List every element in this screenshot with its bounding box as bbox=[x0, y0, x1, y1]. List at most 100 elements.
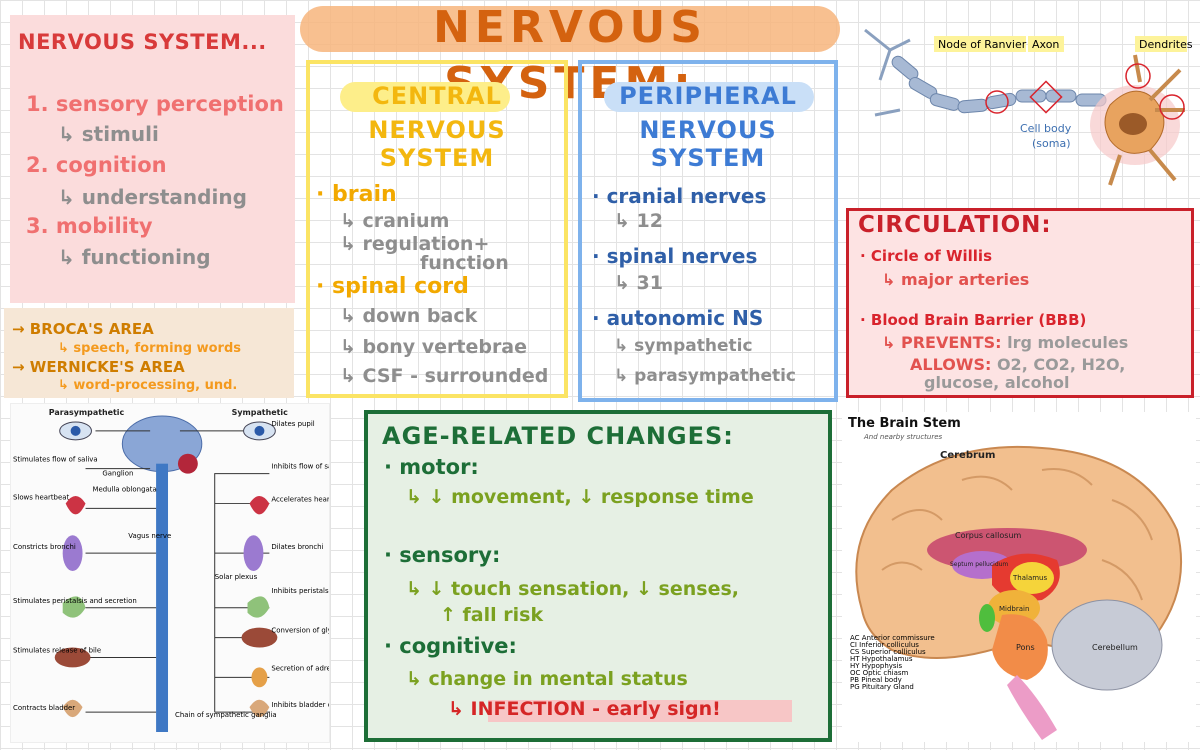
dendrites-label: Dendrites bbox=[1139, 38, 1193, 51]
cns-brain-sub-3: function bbox=[420, 252, 509, 274]
function-1: 1. sensory perception bbox=[26, 92, 284, 116]
legend-ht: HT Hypothalamus bbox=[850, 655, 913, 663]
highlight-circles bbox=[985, 63, 1185, 120]
brain-spine bbox=[121, 415, 203, 732]
functions-heading: NERVOUS SYSTEM... bbox=[18, 30, 267, 54]
cns-spinal-sub-2: ↳ bony vertebrae bbox=[340, 336, 528, 358]
function-2-label: cognition bbox=[55, 153, 167, 177]
age-motor-sub-text: ↓ movement, ↓ response time bbox=[428, 486, 754, 508]
age-cognitive: · cognitive: bbox=[384, 634, 517, 658]
age-motor: · motor: bbox=[384, 455, 479, 479]
circle-of-willis-sub: ↳ major arteries bbox=[882, 270, 1030, 289]
cns-spinal-sub-2-text: bony vertebrae bbox=[362, 336, 528, 358]
pns-spinal-sub: ↳ 31 bbox=[614, 272, 663, 294]
neuron-diagram: Node of Ranvier Axon Dendrites Cell body… bbox=[864, 28, 1193, 186]
infection-highlight bbox=[488, 700, 792, 722]
arrow-icon: ↳ bbox=[58, 185, 82, 209]
ganglion-label: Ganglion bbox=[102, 470, 133, 478]
ans-right-4: Dilates bronchi bbox=[271, 543, 323, 551]
age-motor-sub: ↳ ↓ movement, ↓ response time bbox=[406, 486, 754, 508]
organ-icons bbox=[54, 421, 278, 718]
neuron-label-bg bbox=[934, 36, 1187, 52]
central-title-1: CENTRAL bbox=[372, 82, 502, 110]
age-cognitive-label: cognitive: bbox=[399, 634, 517, 658]
pns-spinal-label: spinal nerves bbox=[606, 244, 758, 268]
medulla-shape bbox=[1007, 675, 1057, 740]
function-1-label: sensory perception bbox=[55, 92, 284, 116]
brain-stem-title: The Brain Stem bbox=[848, 416, 961, 431]
parasympathetic-heading: Parasympathetic bbox=[49, 408, 125, 417]
solar-plexus-label: Solar plexus bbox=[215, 573, 258, 581]
cns-spinal-sub-3-text: CSF - surrounded bbox=[362, 365, 549, 387]
pns-cranial: · cranial nerves bbox=[592, 184, 767, 208]
infection-note: ↳ INFECTION - early sign! bbox=[448, 698, 721, 720]
peripheral-title-1: PERIPHERAL bbox=[619, 82, 797, 110]
cns-brain-sub-1-text: cranium bbox=[362, 210, 450, 232]
pns-autonomic-sub-1-text: sympathetic bbox=[634, 336, 753, 356]
pns-spinal-sub-text: 31 bbox=[636, 272, 663, 294]
legend-hy: HY Hypophysis bbox=[850, 662, 903, 670]
legend-ci: CI Inferior colliculus bbox=[850, 641, 919, 649]
axon-label: Axon bbox=[1032, 38, 1059, 51]
wernicke-sub: ↳ word-processing, und. bbox=[58, 378, 238, 393]
dendrite-left bbox=[864, 28, 911, 117]
broca-area: → BROCA'S AREA bbox=[12, 320, 154, 338]
circle-of-willis-sub-text: major arteries bbox=[900, 270, 1030, 289]
pns-cranial-sub-text: 12 bbox=[636, 210, 663, 232]
ans-left-2: Slows heartbeat bbox=[13, 493, 69, 501]
soma-label: (soma) bbox=[1032, 137, 1071, 150]
cns-brain-sub-2: ↳ regulation+ bbox=[340, 233, 490, 255]
function-3: 3. mobility bbox=[26, 214, 153, 238]
age-sensory-sub-2: ↑ fall risk bbox=[440, 604, 544, 626]
ans-right-8: Inhibits bladder contraction bbox=[271, 701, 330, 709]
cns-brain-sub-1: ↳ cranium bbox=[340, 210, 450, 232]
axon-segments bbox=[891, 55, 1107, 114]
cns-brain-label: brain bbox=[332, 182, 397, 207]
pns-autonomic-label: autonomic NS bbox=[606, 306, 764, 330]
cerebellum-shape bbox=[1051, 599, 1163, 691]
central-title-2: NERVOUS SYSTEM bbox=[368, 116, 506, 172]
function-2-sub-text: understanding bbox=[81, 185, 247, 209]
cns-spinal: · spinal cord bbox=[316, 274, 469, 299]
cns-spinal-label: spinal cord bbox=[332, 274, 469, 299]
age-motor-label: motor: bbox=[399, 455, 479, 479]
cerebrum-label: Cerebrum bbox=[940, 450, 995, 461]
ans-left-5: Stimulates release of bile bbox=[13, 647, 101, 655]
prevents-value: lrg molecules bbox=[1007, 333, 1129, 352]
peripheral-ns-box bbox=[578, 60, 838, 402]
pons-shape bbox=[992, 614, 1048, 680]
broca-sub-text: speech, forming words bbox=[73, 341, 242, 356]
bbb-allows: ALLOWS: O2, CO2, H2O, bbox=[910, 355, 1125, 374]
function-1-num: 1. bbox=[26, 92, 49, 116]
bbb: · Blood Brain Barrier (BBB) bbox=[860, 311, 1087, 329]
corpus-callosum-label: Corpus callosum bbox=[955, 531, 1022, 540]
ans-left-6: Contracts bladder bbox=[13, 704, 75, 712]
legend-cs: CS Superior colliculus bbox=[850, 648, 926, 656]
midbrain-label: Midbrain bbox=[999, 605, 1029, 613]
chain-ganglia-label: Chain of sympathetic ganglia bbox=[175, 711, 277, 719]
ans-right-5: Inhibits peristalsis and secretion bbox=[271, 587, 330, 595]
medulla-label: Medulla oblongata bbox=[92, 486, 156, 494]
wernicke-label: WERNICKE'S AREA bbox=[29, 358, 185, 376]
cell-body bbox=[1090, 54, 1185, 186]
age-cognitive-sub: ↳ change in mental status bbox=[406, 668, 688, 690]
septum-label: Septum pellucidum bbox=[950, 561, 1008, 568]
function-3-num: 3. bbox=[26, 214, 49, 238]
page-title: NERVOUS SYSTEM: bbox=[433, 2, 707, 109]
circle-of-willis: · Circle of Willis bbox=[860, 247, 992, 265]
cns-brain: · brain bbox=[316, 182, 397, 207]
circulation-title: CIRCULATION: bbox=[858, 212, 1052, 238]
vagus-label: Vagus nerve bbox=[128, 532, 171, 540]
pns-cranial-sub: ↳ 12 bbox=[614, 210, 663, 232]
central-title-highlight bbox=[340, 82, 510, 112]
gyri-lines bbox=[881, 468, 1153, 601]
function-3-sub-text: functioning bbox=[81, 245, 211, 269]
prevents-label: PREVENTS: bbox=[900, 333, 1002, 352]
allows-label: ALLOWS: bbox=[910, 355, 992, 374]
age-cognitive-sub-text: change in mental status bbox=[428, 668, 688, 690]
bbb-label: Blood Brain Barrier (BBB) bbox=[870, 311, 1087, 329]
cns-spinal-sub-1-text: down back bbox=[362, 305, 478, 327]
function-2-sub: ↳ understanding bbox=[58, 185, 247, 209]
infection-text: INFECTION - early sign! bbox=[470, 698, 721, 720]
bbb-prevents: ↳ PREVENTS: lrg molecules bbox=[882, 333, 1129, 352]
